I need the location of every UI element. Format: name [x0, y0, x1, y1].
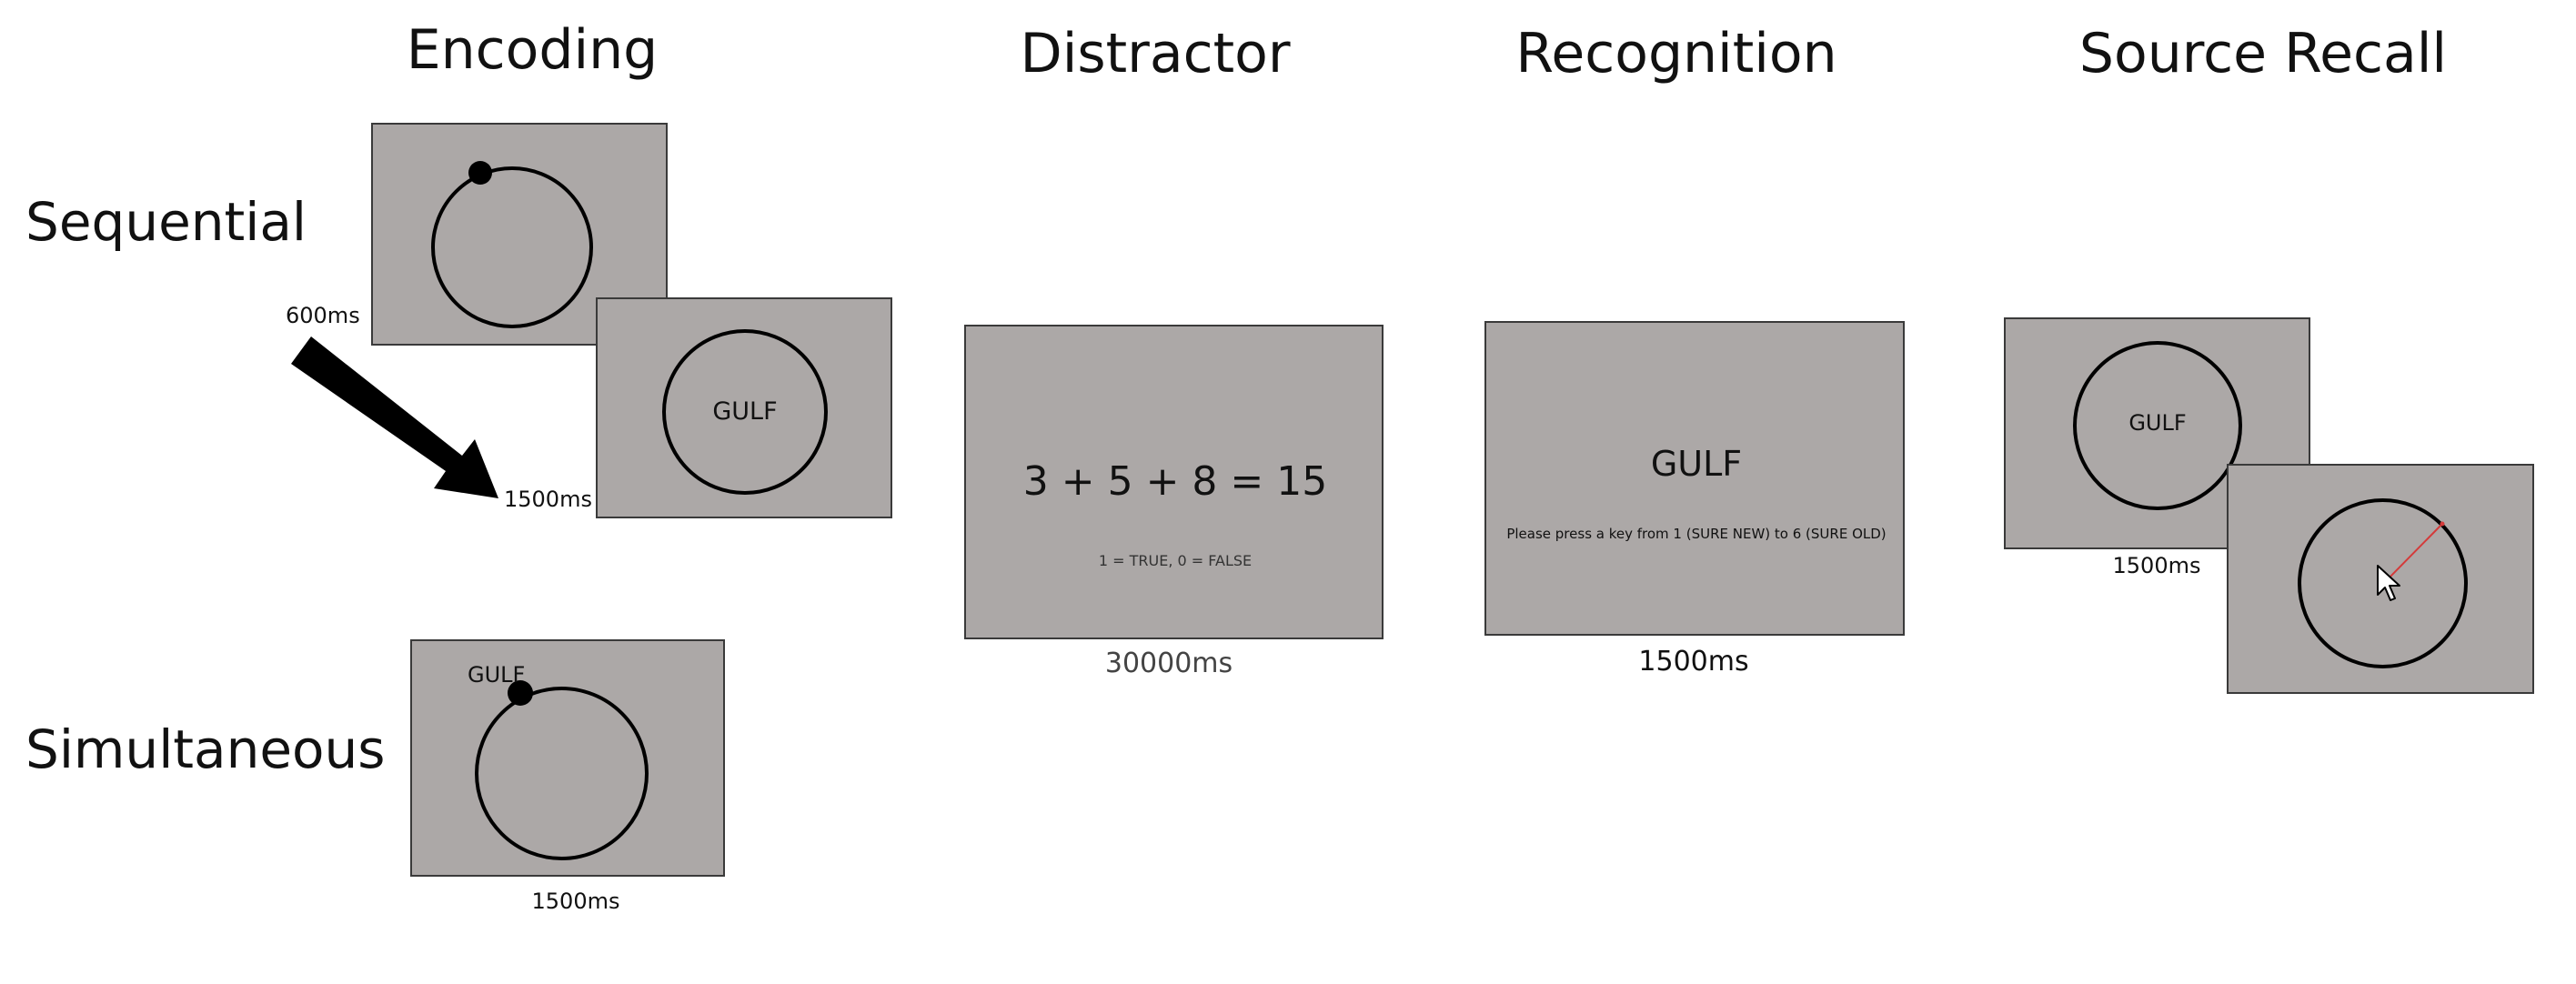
source-word: GULF: [2128, 410, 2187, 436]
source-response-ring: [2298, 498, 2468, 668]
recognition-instruction: Please press a key from 1 (SURE NEW) to …: [1506, 526, 1887, 542]
source-word-ring: [2073, 341, 2242, 510]
header-encoding: Encoding: [406, 18, 659, 82]
cursor-icon: [2377, 565, 2400, 601]
source-duration-label: 1500ms: [2112, 553, 2201, 578]
word-ring: [662, 329, 828, 495]
simultaneous-duration-label: 1500ms: [531, 889, 620, 914]
distractor-equation: 3 + 5 + 8 = 15: [1022, 458, 1328, 505]
simultaneous-ring: [475, 687, 649, 860]
location-dot: [468, 161, 492, 185]
distractor-instruction: 1 = TRUE, 0 = FALSE: [1098, 552, 1253, 569]
arrow-icon: [291, 336, 498, 498]
dot-duration-label: 600ms: [286, 303, 360, 328]
simultaneous-screen: GULF: [410, 639, 725, 877]
simultaneous-dot: [508, 680, 533, 706]
recognition-duration-label: 1500ms: [1638, 646, 1749, 678]
encoding-dot-screen: [371, 123, 668, 346]
word-duration-label: 1500ms: [504, 487, 592, 512]
header-recognition: Recognition: [1515, 22, 1837, 85]
header-distractor: Distractor: [1020, 22, 1291, 85]
source-response-screen: [2227, 464, 2534, 694]
location-ring: [431, 166, 593, 328]
distractor-duration-label: 30000ms: [1104, 648, 1233, 679]
response-line: [2382, 521, 2445, 585]
row-label-simultaneous: Simultaneous: [25, 718, 386, 780]
recognition-word: GULF: [1650, 444, 1743, 484]
recognition-screen: GULF Please press a key from 1 (SURE NEW…: [1484, 321, 1905, 636]
header-source-recall: Source Recall: [2078, 22, 2448, 85]
distractor-screen: 3 + 5 + 8 = 15 1 = TRUE, 0 = FALSE: [964, 325, 1384, 639]
encoding-word: GULF: [712, 397, 778, 426]
encoding-word-screen: GULF: [596, 297, 892, 518]
simultaneous-word: GULF: [468, 662, 526, 688]
row-label-sequential: Sequential: [25, 191, 307, 253]
